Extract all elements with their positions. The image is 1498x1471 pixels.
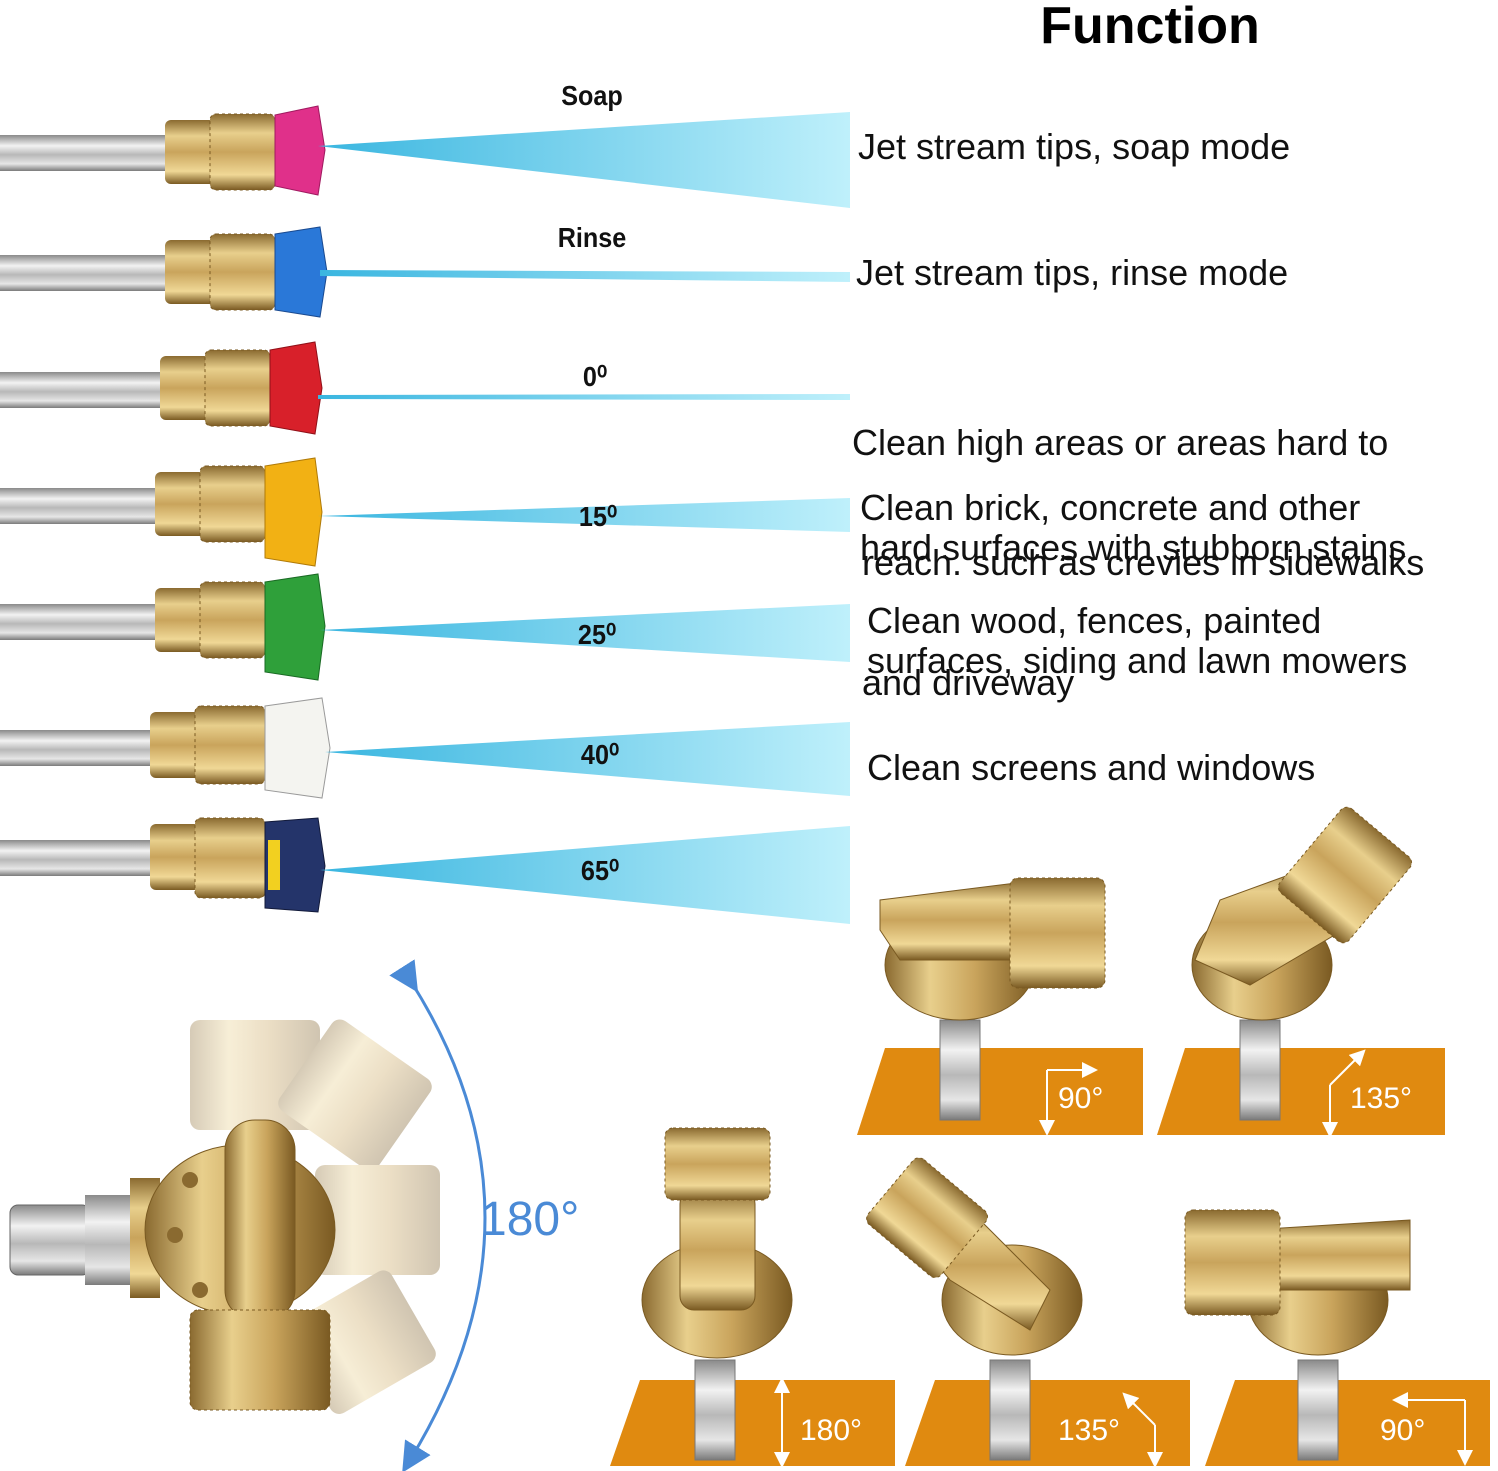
description-15-degree: Clean brick, concrete and other hard sur…: [860, 487, 1407, 568]
angle-label-4: 135°: [1058, 1414, 1120, 1447]
description-40-degree: Clean screens and windows: [867, 747, 1316, 788]
swivel-coupler-illustration: [9, 959, 487, 1471]
angle-label-1: 90°: [1058, 1082, 1103, 1115]
nozzle-row-15-degree: [0, 457, 850, 567]
angle-panel-bottom-3: [1184, 1209, 1490, 1466]
description-25-degree: Clean wood, fences, painted surfaces, si…: [867, 600, 1408, 681]
description-soap: Jet stream tips, soap mode: [858, 126, 1291, 167]
angle-panel-bottom-1: [610, 1127, 895, 1468]
nozzle-row-40-degree: [0, 697, 850, 799]
tip-label-65: 65⁰: [580, 855, 620, 886]
description-rinse: Jet stream tips, rinse mode: [856, 252, 1289, 293]
angle-panel-top-left: [857, 877, 1143, 1136]
function-heading: Function: [1040, 0, 1260, 55]
tip-label-40: 40⁰: [580, 739, 620, 770]
nozzle-row-0-degree: [0, 341, 850, 435]
angle-panel-bottom-2: [866, 1157, 1190, 1468]
description-0-degree: Clean high areas or areas hard to reach.…: [852, 422, 1425, 703]
nozzle-row-25-degree: [0, 573, 850, 681]
rotation-range-label: 180°: [480, 1193, 580, 1246]
tip-label-0: 0⁰: [582, 361, 608, 392]
tip-label-25: 25⁰: [577, 619, 617, 650]
angle-label-5: 90°: [1380, 1414, 1425, 1447]
nozzle-row-rinse: [0, 226, 850, 318]
tip-label-15: 15⁰: [578, 501, 618, 532]
angle-label-3: 180°: [800, 1414, 862, 1447]
tip-label-rinse: Rinse: [557, 222, 627, 253]
angle-label-2: 135°: [1350, 1082, 1412, 1115]
tip-label-soap: Soap: [561, 80, 623, 111]
angle-panel-top-right: [1157, 806, 1445, 1138]
nozzle-row-65-degree: [0, 817, 850, 924]
nozzle-row-soap: [0, 105, 850, 208]
